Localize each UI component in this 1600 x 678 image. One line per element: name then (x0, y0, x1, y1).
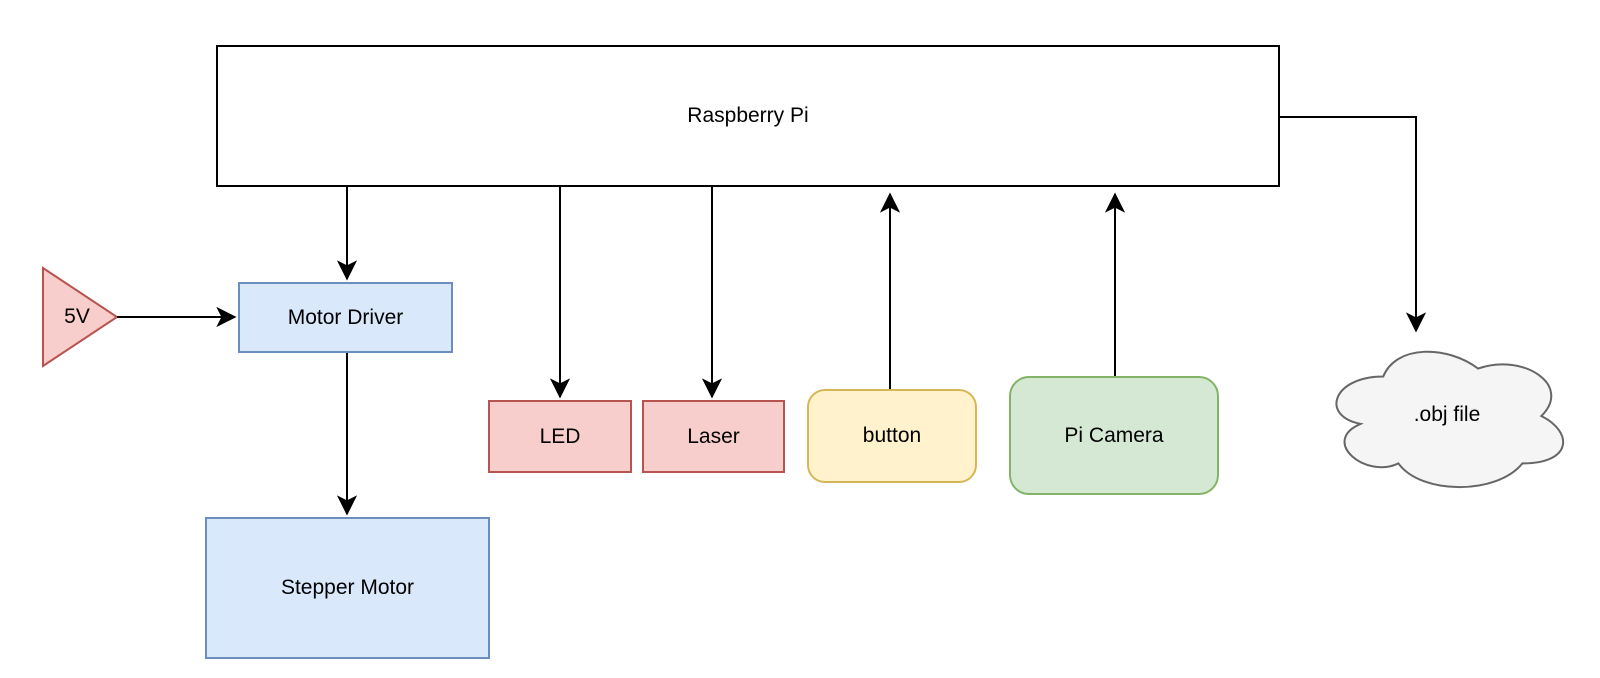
node-led-label: LED (539, 424, 581, 448)
node-motor-driver-label: Motor Driver (287, 305, 404, 329)
node-raspberry-pi: Raspberry Pi (216, 45, 1280, 187)
node-stepper-motor: Stepper Motor (205, 517, 490, 659)
node-stepper-motor-label: Stepper Motor (280, 576, 415, 599)
node-button: button (807, 389, 977, 483)
node-button-label: button (862, 424, 922, 447)
node-5v-label: 5V (64, 305, 90, 328)
node-laser-label: Laser (687, 424, 740, 448)
node-laser: Laser (642, 400, 785, 473)
node-pi-camera: Pi Camera (1009, 376, 1219, 495)
node-led: LED (488, 400, 632, 473)
node-obj-file-label: .obj file (1413, 403, 1481, 426)
node-pi-camera-label: Pi Camera (1064, 423, 1164, 447)
edge-rpi-to-obj-file (1280, 116, 1416, 331)
node-raspberry-pi-label: Raspberry Pi (687, 104, 809, 127)
node-motor-driver: Motor Driver (238, 282, 453, 353)
